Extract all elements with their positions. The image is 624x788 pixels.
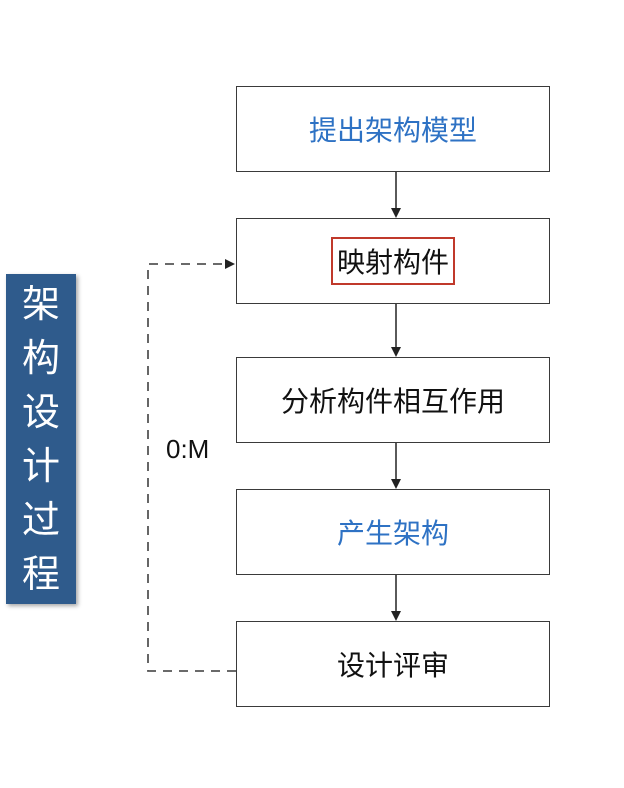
step-analyze-interactions: 分析构件相互作用	[236, 357, 550, 443]
step-generate-architecture: 产生架构	[236, 489, 550, 575]
loop-multiplicity-label: 0:M	[166, 434, 210, 464]
step-map-components: 映射构件	[236, 218, 550, 304]
step-2-label: 映射构件	[330, 237, 455, 285]
title-char-4: 计	[21, 444, 60, 488]
step-3-label: 分析构件相互作用	[280, 385, 505, 418]
title-char-3: 设	[21, 390, 60, 434]
step-4-label: 产生架构	[336, 517, 449, 550]
step-5-label: 设计评审	[336, 649, 449, 682]
step-1-label: 提出架构模型	[308, 114, 477, 147]
step-propose-model: 提出架构模型	[236, 86, 550, 172]
title-char-1: 架	[21, 282, 60, 326]
process-title-banner: 架 构 设 计 过 程	[6, 274, 76, 604]
title-char-5: 过	[21, 498, 60, 542]
step-design-review: 设计评审	[236, 621, 550, 707]
title-char-6: 程	[21, 552, 60, 596]
title-char-2: 构	[21, 336, 60, 380]
feedback-loop-line	[147, 259, 236, 672]
